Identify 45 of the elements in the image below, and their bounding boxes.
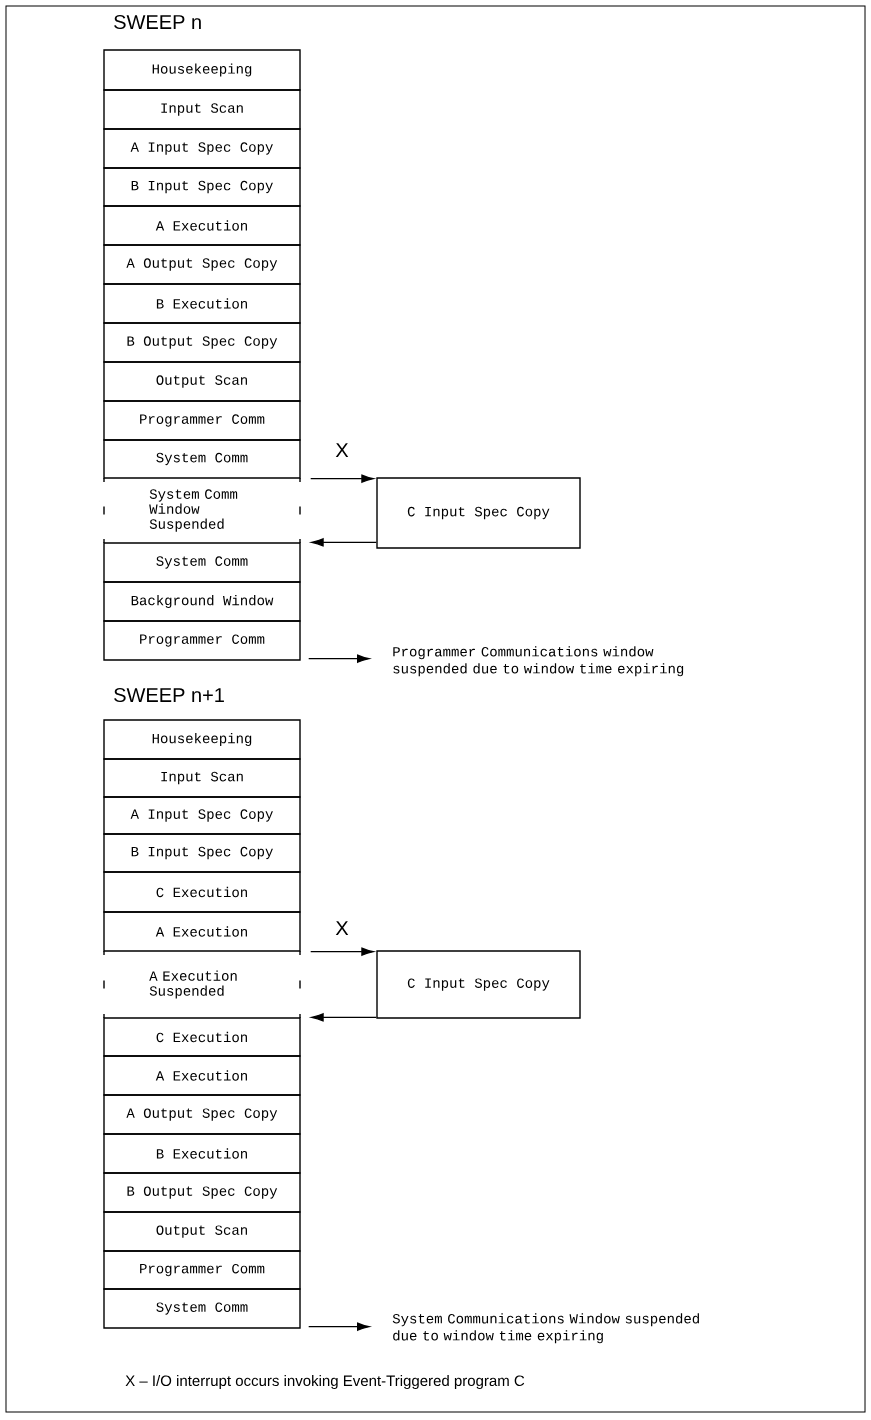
heading-label: SWEEP n — [114, 14, 201, 30]
arrow — [310, 947, 374, 956]
arrow — [308, 1322, 370, 1331]
stack-cell: System Comm — [103, 542, 301, 583]
suspended-cell: System Comm Window Suspended — [103, 477, 301, 544]
arrow — [308, 654, 370, 663]
stack-cell: A Input Spec Copy — [103, 128, 301, 169]
stack-cell: B Execution — [103, 1133, 301, 1174]
stack-cell: A Output Spec Copy — [103, 1094, 301, 1135]
stack-cell: Programmer Comm — [103, 400, 301, 441]
stack-cell: Housekeeping — [103, 719, 301, 760]
note-text: Programmer Communications window suspended due to window time expiring — [393, 646, 684, 677]
stack-cell: B Input Spec Copy — [103, 167, 301, 207]
heading-label: SWEEP n+1 — [114, 687, 224, 703]
stack-cell: C Execution — [103, 1017, 301, 1057]
stack-cell: A Execution — [103, 1055, 301, 1096]
stack-cell: A Execution — [103, 205, 301, 246]
stack-cell: Input Scan — [103, 89, 301, 130]
heading-label: X — [335, 443, 349, 457]
stack-cell: Programmer Comm — [103, 1250, 301, 1290]
stack-cell: A Execution — [103, 911, 301, 952]
stack-cell: Output Scan — [103, 1211, 301, 1252]
heading-label: X — [335, 921, 349, 935]
stack-cell: Programmer Comm — [103, 620, 301, 661]
stack-cell: Output Scan — [103, 361, 301, 402]
stack-cell: B Output Spec Copy — [103, 322, 301, 363]
caption: X – I/O interrupt occurs invoking Event-Triggered program C — [125, 1375, 525, 1389]
stack-cell: B Input Spec Copy — [103, 833, 301, 873]
interrupt-box: C Input Spec Copy — [376, 477, 581, 549]
stack-cell: A Input Spec Copy — [103, 796, 301, 835]
arrow — [310, 474, 374, 483]
stack-cell: Background Window — [103, 581, 301, 622]
stack-cell: B Output Spec Copy — [103, 1172, 301, 1213]
stack-cell: C Execution — [103, 871, 301, 913]
stack-cell: Input Scan — [103, 758, 301, 798]
stack-cell: A Output Spec Copy — [103, 244, 301, 285]
stack-cell: B Execution — [103, 283, 301, 324]
stack-cell: System Comm — [103, 1288, 301, 1329]
arrow — [311, 1013, 377, 1022]
interrupt-box: C Input Spec Copy — [376, 950, 581, 1019]
note-text: System Communications Window suspended due to window time expiring — [392, 1313, 699, 1344]
arrow — [311, 538, 377, 547]
stack-cell: System Comm — [103, 439, 301, 479]
stack-cell: Housekeeping — [103, 49, 301, 91]
suspended-cell: A Execution Suspended — [103, 950, 301, 1019]
